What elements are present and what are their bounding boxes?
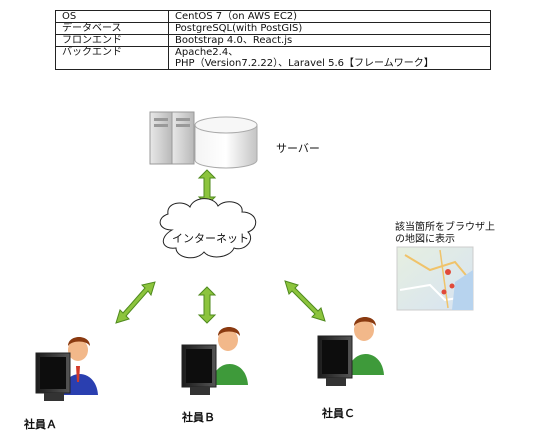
server-label: サーバー xyxy=(276,142,320,155)
spec-key: バックエンド xyxy=(55,46,169,70)
user-c-icon xyxy=(317,317,384,386)
user-b-label: 社員Ｂ xyxy=(182,411,215,424)
spec-value: Apache2.4、 PHP（Version7.2.22）、Laravel 5.… xyxy=(168,46,491,70)
map-caption: 該当箇所をブラウザ上 の地図に表示 xyxy=(395,222,495,246)
arrow-internet-user-c xyxy=(284,280,326,322)
spec-table: OS CentOS 7（on AWS EC2) データベース PostgreSQ… xyxy=(55,10,491,70)
map-caption-line2: の地図に表示 xyxy=(395,234,455,245)
map-pin-icon xyxy=(445,269,451,275)
spec-value-line2: PHP（Version7.2.22）、Laravel 5.6【フレームワーク】 xyxy=(175,58,434,69)
user-c-label: 社員Ｃ xyxy=(322,407,355,420)
arrow-internet-user-b xyxy=(197,286,217,324)
user-b-icon xyxy=(181,327,248,395)
map-caption-line1: 該当箇所をブラウザ上 xyxy=(395,222,495,233)
map-thumbnail xyxy=(396,246,474,311)
spec-row-backend: バックエンド Apache2.4、 PHP（Version7.2.22）、Lar… xyxy=(55,46,491,70)
spec-row-database: データベース PostgreSQL(with PostGIS) xyxy=(55,22,491,35)
internet-label: インターネット xyxy=(172,232,249,245)
spec-value-line1: Apache2.4、 xyxy=(175,47,239,58)
user-a-label: 社員Ａ xyxy=(24,418,57,431)
server-icon xyxy=(149,111,195,165)
arrow-internet-user-a xyxy=(115,281,156,324)
internet-cloud-icon xyxy=(159,198,257,259)
database-icon xyxy=(194,116,258,169)
user-a-icon xyxy=(35,337,98,401)
